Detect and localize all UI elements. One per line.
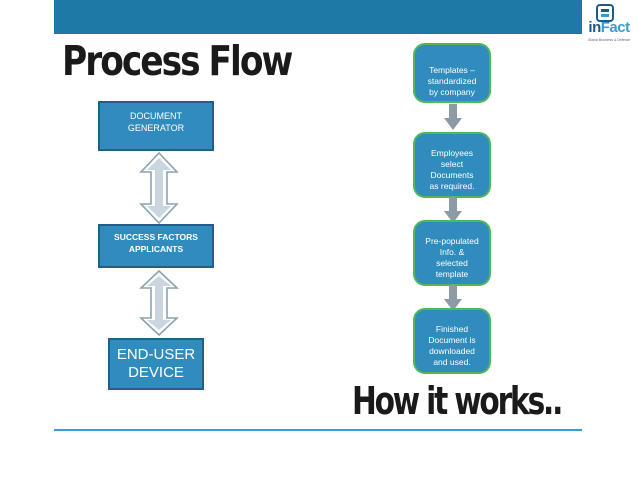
company-logo: inFact Global Business & Defence (583, 4, 635, 50)
page-title: Process Flow (62, 37, 293, 85)
down-arrow-icon (444, 197, 462, 223)
double-arrow-icon (138, 270, 180, 336)
top-banner-bar (54, 0, 582, 34)
down-arrow-icon (444, 285, 462, 311)
logo-tagline: Global Business & Defence (587, 38, 631, 42)
logo-wordmark: inFact (588, 19, 630, 36)
logo-mark-icon (596, 4, 614, 22)
double-arrow-icon (139, 152, 179, 224)
bottom-divider (54, 429, 582, 431)
down-arrow-icon (444, 104, 462, 130)
how-it-works-heading: How it works.. (352, 379, 563, 423)
